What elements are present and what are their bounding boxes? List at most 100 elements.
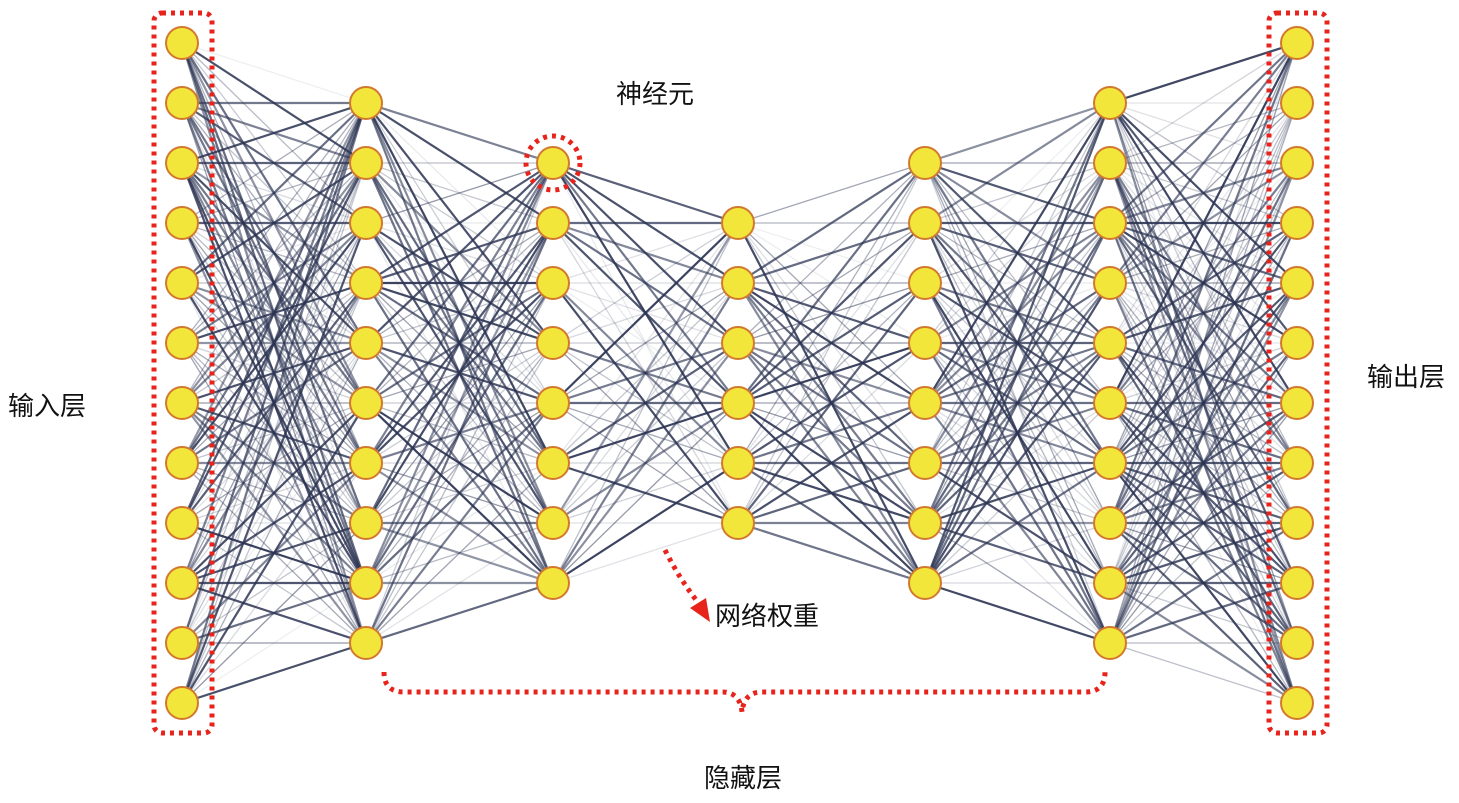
weight-edge: [924, 101, 1111, 165]
weight-edge: [1109, 462, 1298, 644]
weight-edge: [1109, 102, 1298, 584]
weight-edge: [181, 102, 367, 284]
highlight-annotations: [151, 10, 1330, 736]
weight-edge: [1109, 222, 1298, 524]
weight-edge: [552, 342, 739, 464]
weight-edge: [1109, 642, 1298, 704]
neuron-layer-2: [349, 266, 383, 300]
weight-edge: [737, 162, 926, 344]
weight-edge: [924, 222, 1111, 584]
neuron-layer-6: [1093, 146, 1127, 180]
neuron-layer-2: [349, 566, 383, 600]
neuron-layer-4: [721, 506, 755, 540]
weight-edge: [364, 162, 555, 584]
neuron-layer-3: [536, 386, 570, 420]
weight-edge: [924, 102, 1111, 344]
weight-edge: [1108, 42, 1299, 524]
weight-edge: [737, 282, 926, 464]
weight-edge: [365, 342, 554, 584]
weights-label: 网络权重: [715, 602, 820, 632]
weight-edge: [737, 222, 926, 524]
neuron-layer-4: [721, 386, 755, 420]
weight-edge: [1109, 162, 1298, 524]
neuron-layer-6: [1093, 626, 1127, 660]
weight-edge: [365, 162, 554, 404]
weight-edge: [365, 162, 554, 644]
neuron-layer-1: [165, 686, 199, 720]
weight-edge: [181, 282, 367, 584]
neuron-layer-7: [1280, 506, 1314, 540]
weight-edge: [365, 101, 554, 165]
weight-edge: [924, 282, 1111, 584]
weight-edge: [1109, 161, 1298, 225]
weight-edge: [180, 102, 368, 704]
weight-edge: [737, 162, 926, 224]
weight-edge: [923, 102, 1112, 524]
weight-edge: [1109, 102, 1298, 404]
neuron-layer-2: [349, 386, 383, 420]
weight-edge: [1109, 522, 1298, 644]
weight-edge: [365, 402, 554, 584]
weight-edge: [1109, 342, 1298, 644]
neuron-layer-1: [165, 146, 199, 180]
weight-edge: [737, 401, 926, 465]
neuron-layer-4: [721, 446, 755, 480]
weight-edge: [365, 162, 554, 284]
weight-edge: [365, 162, 554, 224]
weight-edge: [1109, 42, 1298, 224]
weight-edge: [924, 162, 1111, 404]
neuron-layer-3: [536, 566, 570, 600]
neuron-layer-4: [721, 266, 755, 300]
weight-edge: [365, 522, 554, 644]
weight-edge: [924, 402, 1111, 584]
weight-edge: [181, 101, 367, 165]
weight-edge: [1109, 222, 1298, 404]
weight-edge: [1109, 42, 1298, 644]
weight-edge: [552, 282, 739, 404]
weights-arrow: [662, 548, 702, 607]
weight-edge: [1108, 222, 1299, 644]
neuron-layer-4: [721, 206, 755, 240]
weight-edge: [737, 341, 926, 405]
weight-edge: [181, 102, 367, 404]
neuron-layer-5: [908, 566, 942, 600]
weight-edge: [924, 342, 1111, 584]
weight-edge: [1109, 221, 1298, 285]
neuron-layer-7: [1280, 326, 1314, 360]
neuron-label: 神经元: [616, 80, 695, 110]
weight-edge: [1109, 41, 1298, 105]
weight-edge: [552, 222, 739, 584]
neuron-layer-6: [1093, 266, 1127, 300]
weight-edge: [365, 462, 554, 644]
weight-edge: [552, 222, 739, 464]
neuron-layer-3: [536, 146, 570, 180]
weight-edge: [1109, 162, 1298, 584]
weight-edge: [737, 222, 926, 404]
weight-edge: [365, 162, 554, 524]
weight-edge: [181, 522, 367, 704]
neurons: [165, 26, 1314, 720]
neuron-layer-6: [1093, 86, 1127, 120]
weight-edge: [365, 162, 554, 344]
weight-edge: [737, 402, 926, 524]
weight-edge: [1109, 42, 1298, 344]
weight-edge: [924, 581, 1111, 645]
neuron-layer-7: [1280, 386, 1314, 420]
weight-edge: [1109, 102, 1298, 524]
weight-edge: [737, 221, 926, 285]
weight-edge: [552, 282, 739, 524]
weight-edge: [364, 222, 555, 644]
weight-edge: [181, 162, 367, 704]
neuron-layer-7: [1280, 86, 1314, 120]
weight-edge: [1109, 581, 1298, 645]
weight-edge: [365, 282, 554, 644]
neuron-layer-1: [165, 446, 199, 480]
network-weights: [180, 41, 1299, 705]
weight-edge: [552, 222, 739, 284]
weight-edge: [1109, 282, 1298, 464]
neuron-layer-5: [908, 326, 942, 360]
neuron-layer-6: [1093, 386, 1127, 420]
weight-edge: [365, 222, 554, 584]
weight-edge: [1108, 162, 1299, 644]
